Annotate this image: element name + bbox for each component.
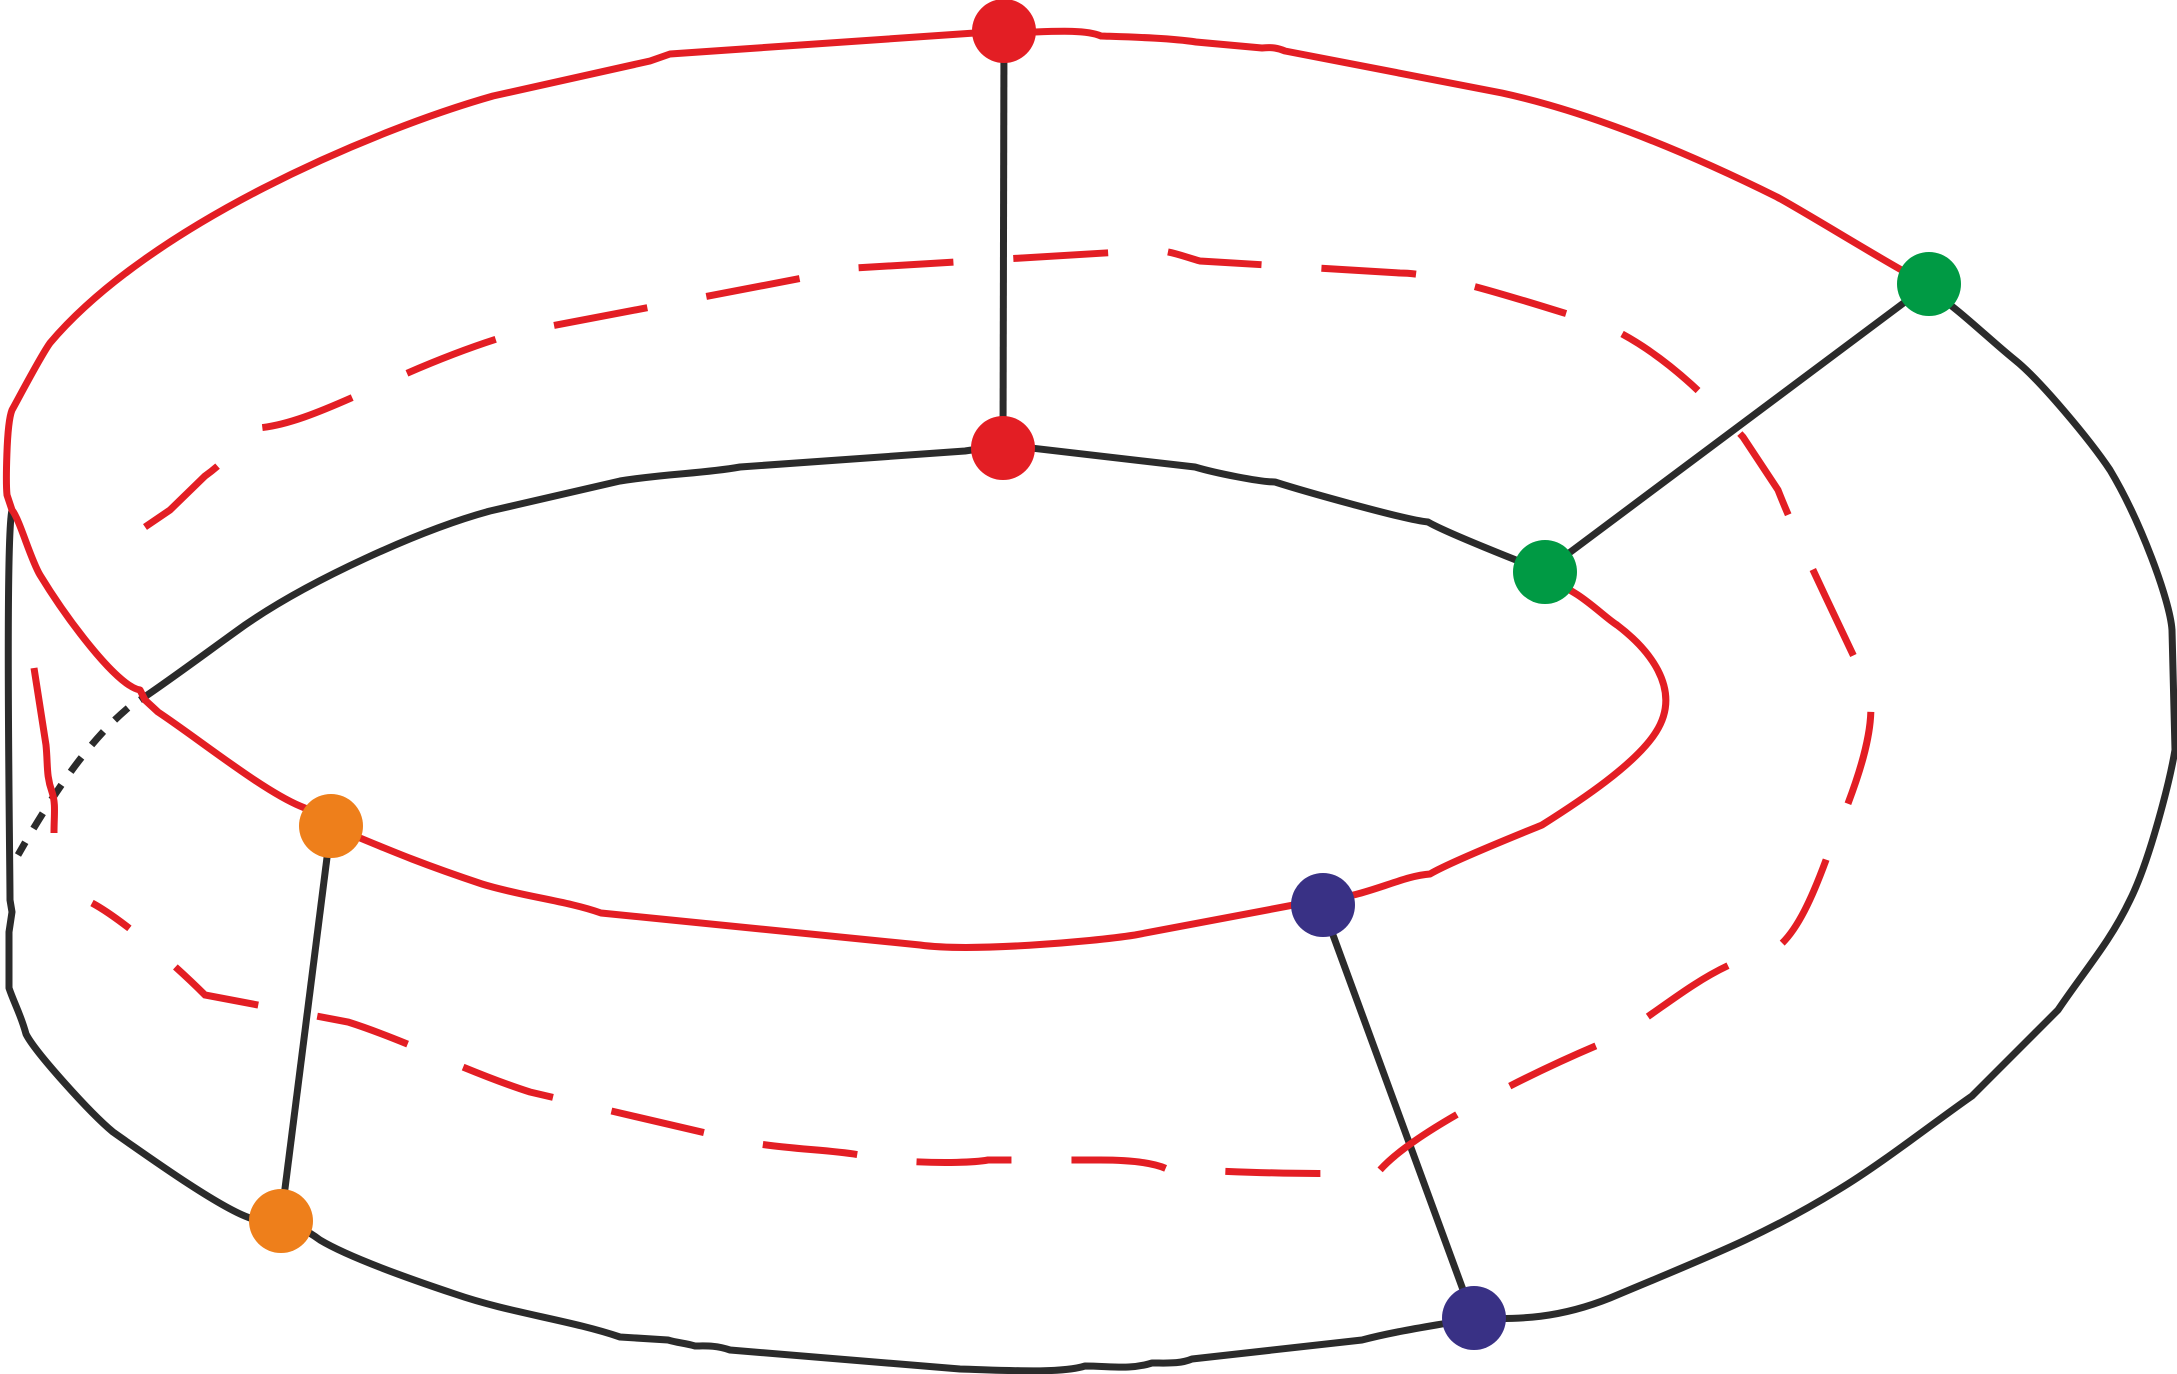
curve-visible-upper xyxy=(3,27,1927,822)
chord-red xyxy=(999,29,1008,448)
orange-point-lower xyxy=(249,1189,313,1253)
outer-ring-contour xyxy=(4,287,2177,1374)
chord-blue xyxy=(1318,903,1477,1319)
orange-point-upper xyxy=(299,794,363,858)
curve-visible-middle xyxy=(329,575,1670,951)
hidden-contour-left xyxy=(14,705,131,857)
chord-orange xyxy=(277,825,335,1221)
inner-ring-contour xyxy=(138,441,1547,703)
green-point-inner xyxy=(1513,540,1577,604)
chord-green xyxy=(1542,281,1932,574)
green-point-right xyxy=(1897,252,1961,316)
blue-point-upper xyxy=(1291,873,1355,937)
curve-hidden-upper xyxy=(90,246,1875,1178)
curve-visible-left-edge xyxy=(30,667,58,834)
red-point-bottom xyxy=(971,416,1035,480)
blue-point-lower xyxy=(1442,1286,1506,1350)
red-point-top xyxy=(972,0,1036,63)
